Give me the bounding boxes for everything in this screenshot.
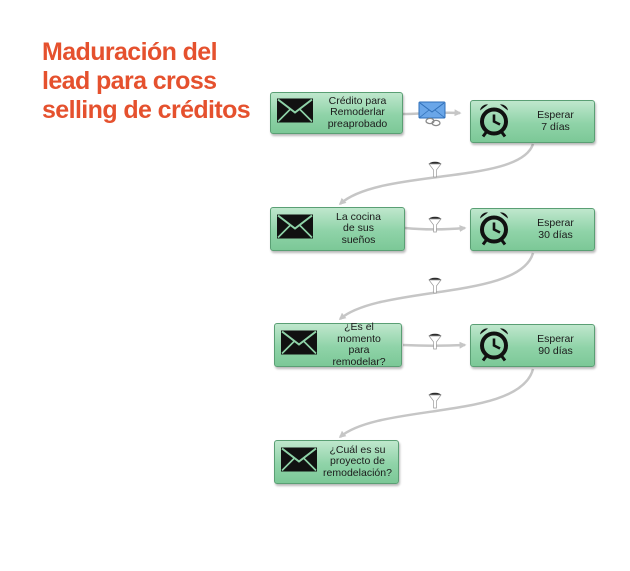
wait-step-3-label: Esperar 90 días [537,333,574,357]
connector-wait3-email4 [338,368,535,438]
envelope-icon [280,447,318,478]
alarm-clock-icon [476,101,512,142]
funnel-icon [428,392,442,409]
wait-step-2[interactable]: Esperar 30 días [470,208,595,251]
wait-step-1-label: Esperar 7 días [537,109,574,133]
title-line-2: lead para cross [42,67,217,95]
funnel-icon [428,161,442,178]
connector-wait1-email2 [338,143,535,206]
linked-email-icon [418,101,446,127]
email-step-1[interactable]: Crédito para Remoderlar preaprobado [270,92,403,134]
email-step-4-label: ¿Cuál es su proyecto de remodelación? [323,443,392,479]
wait-step-1[interactable]: Esperar 7 días [470,100,595,143]
envelope-icon [276,214,314,245]
envelope-icon [280,330,318,361]
title-line-3: selling de créditos [42,96,251,124]
alarm-clock-icon [476,209,512,250]
email-step-3[interactable]: ¿Es el momento para remodelar? [274,321,402,368]
email-step-3-label: ¿Es el momento para remodelar? [332,321,386,368]
wait-step-3[interactable]: Esperar 90 días [470,324,595,367]
email-step-4[interactable]: ¿Cuál es su proyecto de remodelación? [274,440,399,484]
alarm-clock-icon [476,325,512,366]
email-step-2[interactable]: La cocina de sus sueños [270,207,405,251]
envelope-icon [276,98,314,129]
connector-wait2-email3 [338,252,535,320]
email-step-1-label: Crédito para Remoderlar preaprobado [327,94,388,130]
title-line-1: Maduración del [42,38,218,66]
diagram-title: Maduración del lead para cross selling d… [42,38,272,125]
email-step-2-label: La cocina de sus sueños [336,210,381,246]
wait-step-2-label: Esperar 30 días [537,217,574,241]
